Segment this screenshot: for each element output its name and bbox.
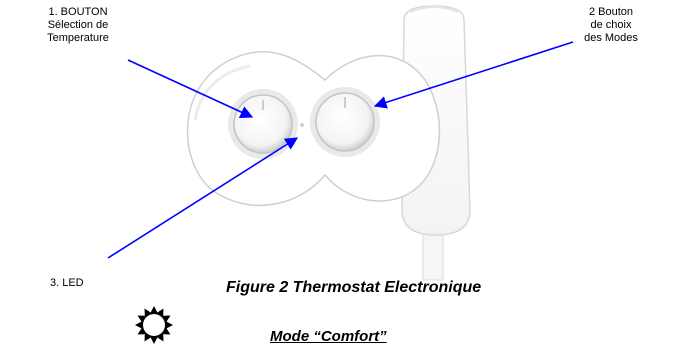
- label-button1-line2: Sélection de: [47, 19, 109, 31]
- label-button2-line2: de choix: [590, 19, 632, 31]
- label-led: 3. LED: [50, 277, 84, 289]
- label-button1-line1: 1. BOUTON: [48, 6, 108, 18]
- sun-icon: [135, 306, 173, 344]
- temperature-knob: [228, 89, 298, 159]
- label-button2: 2 Bouton de choix des Modes: [568, 6, 654, 45]
- arrow-led: [107, 137, 299, 259]
- mode-label: Mode “Comfort”: [270, 328, 387, 345]
- label-button1-line3: Temperature: [47, 32, 109, 44]
- label-button2-line1: 2 Bouton: [588, 6, 634, 18]
- mode-knob: [310, 87, 380, 157]
- arrow-button2: [373, 41, 574, 109]
- led-indicator: [300, 123, 304, 127]
- label-button2-line3: des Modes: [584, 32, 638, 44]
- arrow-button1: [127, 59, 254, 119]
- figure-caption: Figure 2 Thermostat Electronique: [226, 279, 482, 296]
- label-button1: 1. BOUTON Sélection de Temperature: [28, 6, 128, 45]
